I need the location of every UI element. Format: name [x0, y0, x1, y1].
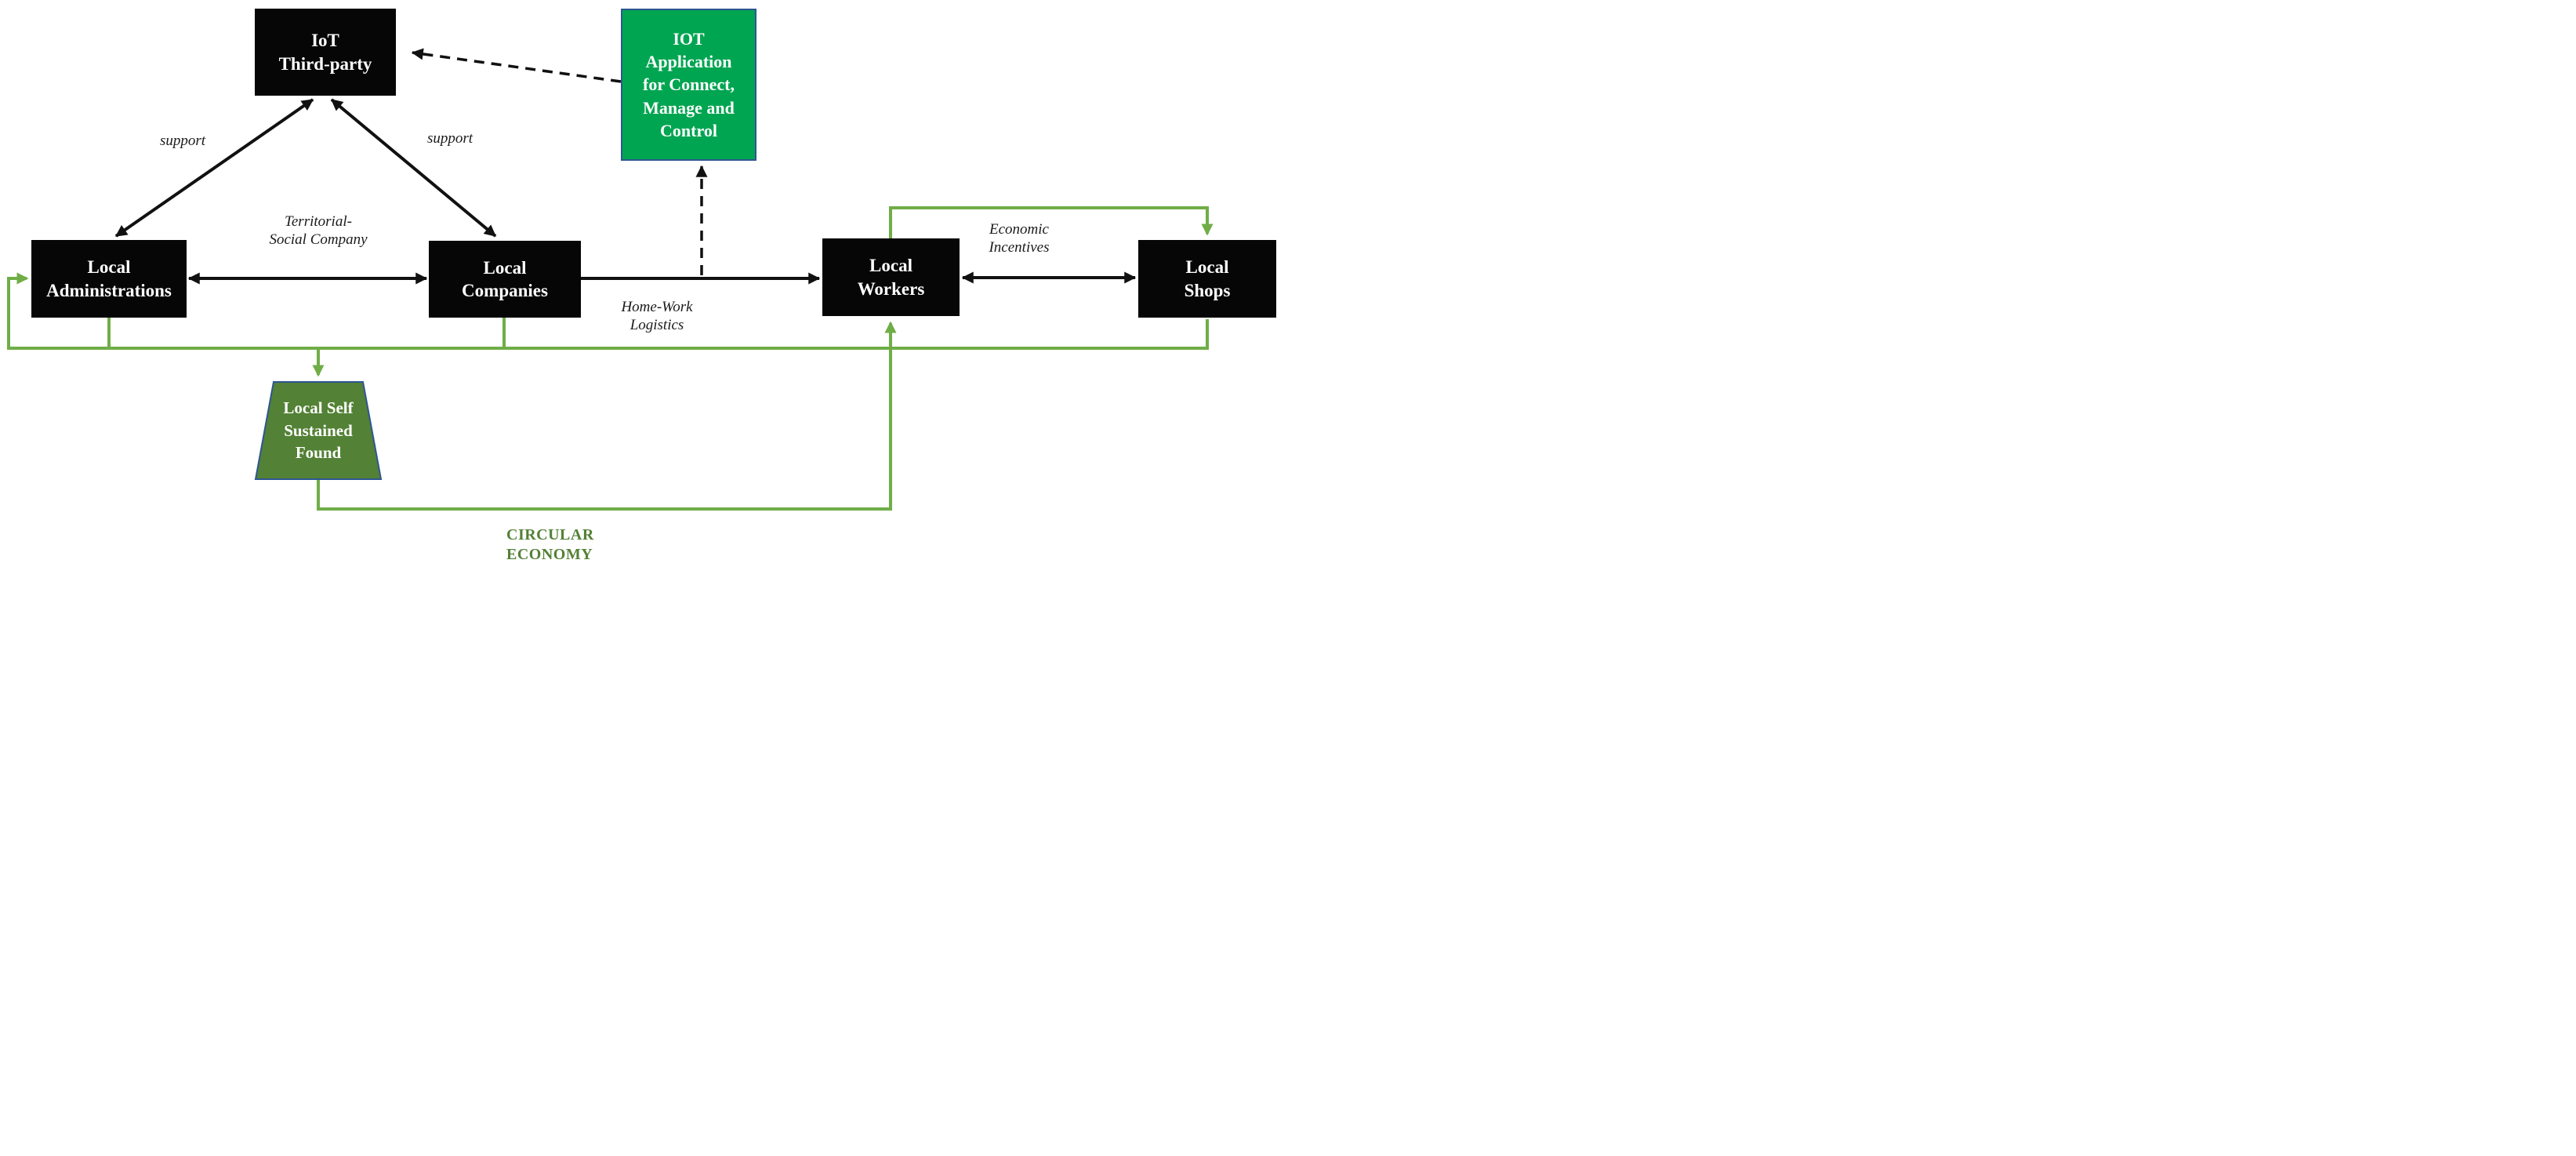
- node-local-administrations: Local Administrations: [31, 240, 187, 318]
- node-local-workers: Local Workers: [822, 238, 960, 316]
- node-local-shops: Local Shops: [1138, 240, 1276, 318]
- diagram-canvas: IoT Third-party IOT Application for Conn…: [0, 0, 1288, 578]
- connector-layer: [7, 48, 1214, 511]
- dashed-arrow-app-to-thirdparty: [411, 48, 622, 83]
- arrow-support-admins: [114, 98, 314, 238]
- node-iot-application: IOT Application for Connect, Manage and …: [621, 9, 756, 161]
- green-loop-workers-to-shops: [889, 206, 1214, 238]
- green-loop-shops-to-admins: [7, 272, 1209, 350]
- caption-circular-economy: CIRCULAR ECONOMY: [506, 526, 594, 563]
- edge-label-support-left: support: [159, 133, 206, 149]
- fund-trapezoid-shape: [254, 381, 383, 480]
- edge-label-economic-incentives: Economic Incentives: [989, 221, 1050, 256]
- node-local-companies: Local Companies: [429, 241, 581, 318]
- node-local-fund: Local Self Sustained Found: [283, 398, 354, 463]
- edge-label-support-right: support: [426, 130, 473, 147]
- node-iot-third-party: IoT Third-party: [255, 9, 396, 96]
- edge-label-territorial-social-company: Territorial- Social Company: [269, 213, 368, 249]
- edge-label-home-work-logistics: Home-Work Logistics: [621, 299, 693, 334]
- arrow-support-companies: [330, 98, 497, 238]
- green-loop-fund-to-workers: [317, 321, 897, 511]
